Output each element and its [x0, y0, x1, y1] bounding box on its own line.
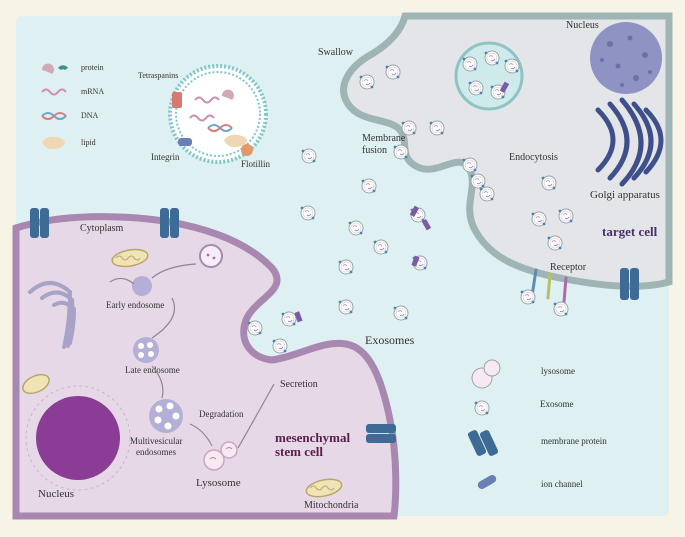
legend-mrna-label: mRNA [81, 87, 104, 96]
protein-icon [41, 63, 54, 74]
exosome-icon [474, 400, 490, 416]
target-cell-label: target cell [602, 224, 658, 239]
mitochondria-left [111, 248, 149, 268]
budding-vesicle [199, 244, 223, 268]
mve-label-1: Multivesicular [130, 436, 183, 446]
receptor-label: Receptor [550, 262, 587, 273]
legend-lipid-label: lipid [81, 138, 96, 147]
mitochondria-bottom [305, 478, 343, 498]
lysosome-label: Lysosome [196, 477, 241, 489]
exosome-structure [168, 64, 268, 164]
mitochondria-small [22, 373, 50, 395]
membrane-protein-icon [467, 430, 499, 456]
endocytosis-label: Endocytosis [509, 152, 558, 163]
multivesicular-endosome [149, 399, 183, 433]
exosomes-label: Exosomes [365, 333, 415, 347]
cytoplasm-label: Cytoplasm [80, 223, 124, 234]
mve-label-2: endosomes [136, 447, 176, 457]
legend-lysosome-label: lysosome [541, 366, 575, 376]
secretion-label: Secretion [280, 379, 318, 390]
lipid-icon [42, 136, 65, 150]
membrane-fusion-label-2: fusion [362, 145, 387, 156]
degradation-label: Degradation [199, 409, 244, 419]
msc-channel-top [160, 208, 179, 238]
swallow-label: Swallow [318, 47, 354, 58]
msc-channel-left [30, 208, 49, 238]
legend-membrane-protein-label: membrane protein [541, 436, 607, 446]
flotillin-label: Flotillin [241, 159, 271, 169]
msc-lysosome [203, 441, 238, 471]
legend-ion-channel-label: ion channel [541, 479, 583, 489]
ion-channel-icon [477, 475, 497, 489]
legend-exosome-label: Exosome [540, 399, 574, 409]
legend-protein-label: protein [81, 63, 104, 72]
early-endosome-label: Early endosome [106, 300, 164, 310]
target-cell-membrane [340, 12, 673, 290]
integrin-label: Integrin [151, 152, 180, 162]
endoplasmic-reticulum [28, 281, 77, 349]
target-membrane-channel [620, 268, 639, 300]
tetraspanins-label: Tetraspanins [138, 71, 178, 80]
legend-bottom: lysosome Exosome membrane protein ion ch… [467, 359, 607, 489]
late-endosome [133, 337, 159, 363]
legend-top: protein mRNA DNA lipid [41, 63, 104, 150]
pathway-arrows [109, 263, 275, 449]
msc-cell-label-1: mesenchymal [275, 430, 350, 445]
msc-nucleus [25, 385, 131, 491]
membrane-fusion-label-1: Membrane [362, 133, 406, 144]
mitochondria-label: Mitochondria [304, 500, 359, 511]
golgi-apparatus [595, 97, 664, 187]
legend-dna-label: DNA [81, 111, 99, 120]
lysosome-icon [471, 359, 501, 389]
early-endosome [132, 276, 152, 296]
late-endosome-label: Late endosome [125, 365, 180, 375]
mrna-icon [41, 88, 67, 96]
golgi-label: Golgi apparatus [590, 189, 660, 201]
target-nucleus-label: Nucleus [566, 20, 599, 31]
msc-cell-label-2: stem cell [275, 444, 323, 459]
msc-channel-right [366, 424, 396, 443]
free-exosomes [247, 64, 574, 354]
msc-nucleus-label: Nucleus [38, 488, 74, 500]
target-nucleus [590, 22, 662, 94]
target-mvb [454, 41, 524, 111]
